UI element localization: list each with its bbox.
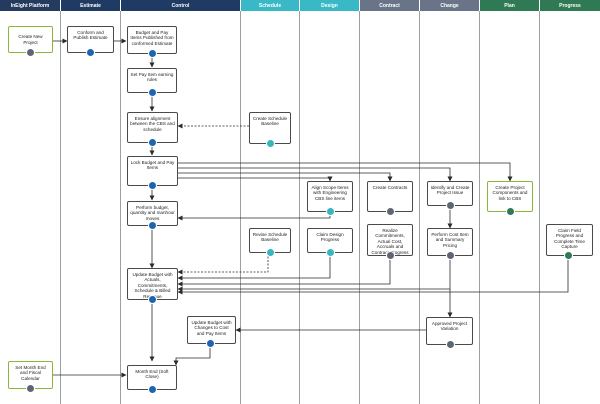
lane-header-contract: Contract xyxy=(360,0,420,11)
create-contracts-box[interactable]: Create Contracts xyxy=(367,181,413,212)
connector xyxy=(177,212,331,221)
node-label: Revise Schedule Baseline xyxy=(252,232,288,243)
lane-control xyxy=(121,0,241,404)
connector xyxy=(178,172,393,182)
perform-budget-quantity-box[interactable]: Perform budget, quantity and manhour mov… xyxy=(127,201,178,226)
gray-icon xyxy=(446,340,455,349)
node-label: Ensure alignment between the CBS and sch… xyxy=(130,116,175,132)
lane-header-control: Control xyxy=(121,0,241,11)
connector xyxy=(177,253,331,281)
create-project-components-box[interactable]: Create Project Components and link to CB… xyxy=(487,181,533,212)
lane-platform xyxy=(0,0,61,404)
connector xyxy=(178,176,333,182)
lane-schedule xyxy=(241,0,300,404)
lane-plan xyxy=(480,0,540,404)
connector xyxy=(177,256,569,295)
lane-header-design: Design xyxy=(300,0,360,11)
node-label: Identify and Create Project Issue xyxy=(430,185,470,196)
gray-icon xyxy=(386,207,395,216)
green-icon xyxy=(564,251,573,260)
node-label: Create Project Components and link to CB… xyxy=(492,185,528,201)
lane-header-estimate: Estimate xyxy=(61,0,121,11)
connector xyxy=(178,167,453,182)
node-label: Lock Budget and Pay Items xyxy=(130,160,175,171)
node-label: Update Budget with Changes to Cost and P… xyxy=(191,320,232,336)
lane-header-progress: Progress xyxy=(540,0,600,11)
node-label: Create Contracts xyxy=(372,185,408,190)
teal-icon xyxy=(266,139,275,148)
lane-design xyxy=(300,0,360,404)
lane-contract xyxy=(360,0,420,404)
gray-icon xyxy=(446,251,455,260)
blue-icon xyxy=(206,339,215,348)
green-icon xyxy=(506,207,515,216)
lane-header-schedule: Schedule xyxy=(241,0,300,11)
node-label: Month End (Soft Close) xyxy=(135,369,169,380)
gray-icon xyxy=(386,251,395,260)
node-label: Align Scope Items with Engineering CBS l… xyxy=(311,185,349,201)
gray-icon xyxy=(26,48,35,57)
node-label: Approved Project Variation xyxy=(431,321,468,332)
connector xyxy=(178,162,513,182)
connector xyxy=(173,344,211,366)
connector xyxy=(177,256,391,287)
lane-header-change: Change xyxy=(420,0,480,11)
node-label: Create Schedule Baseline xyxy=(252,116,288,127)
blue-icon xyxy=(148,385,157,394)
ensure-alignment-box[interactable]: Ensure alignment between the CBS and sch… xyxy=(127,112,178,143)
teal-icon xyxy=(326,248,335,257)
node-label: Budget and Pay Items Published from conf… xyxy=(130,30,174,46)
node-label: Create New Project xyxy=(18,34,43,45)
lane-change xyxy=(420,0,480,404)
approved-project-variation-box[interactable]: Approved Project Variation xyxy=(426,317,473,345)
node-label: Claim Field Progress and Complete Time C… xyxy=(554,228,585,250)
blue-icon xyxy=(148,88,157,97)
lane-header-plan: Plan xyxy=(480,0,540,11)
node-label: Set Month End and Fiscal Calendar xyxy=(15,365,46,381)
node-label: Conform and Publish Estimate xyxy=(73,30,108,41)
blue-icon xyxy=(148,138,157,147)
connector xyxy=(177,253,269,275)
blue-icon xyxy=(86,48,95,57)
gray-icon xyxy=(26,384,35,393)
node-label: Perform budget, quantity and manhour mov… xyxy=(130,205,175,221)
blue-icon xyxy=(148,49,157,58)
teal-icon xyxy=(326,207,335,216)
node-label: Set Pay Item earning rules xyxy=(130,72,174,83)
lane-header-platform: InEight Platform xyxy=(0,0,61,11)
node-label: Claim Design Progress xyxy=(316,232,344,243)
conform-publish-estimate-box[interactable]: Conform and Publish Estimate xyxy=(67,26,114,53)
gray-icon xyxy=(446,201,455,210)
teal-icon xyxy=(266,248,275,257)
blue-icon xyxy=(148,221,157,230)
lane-estimate xyxy=(61,0,121,404)
blue-icon xyxy=(148,295,157,304)
claim-field-progress-box[interactable]: Claim Field Progress and Complete Time C… xyxy=(546,224,593,256)
blue-icon xyxy=(148,181,157,190)
node-label: Perform Cost Item and Summary Pricing xyxy=(431,232,469,248)
align-scope-items-box[interactable]: Align Scope Items with Engineering CBS l… xyxy=(307,181,353,212)
